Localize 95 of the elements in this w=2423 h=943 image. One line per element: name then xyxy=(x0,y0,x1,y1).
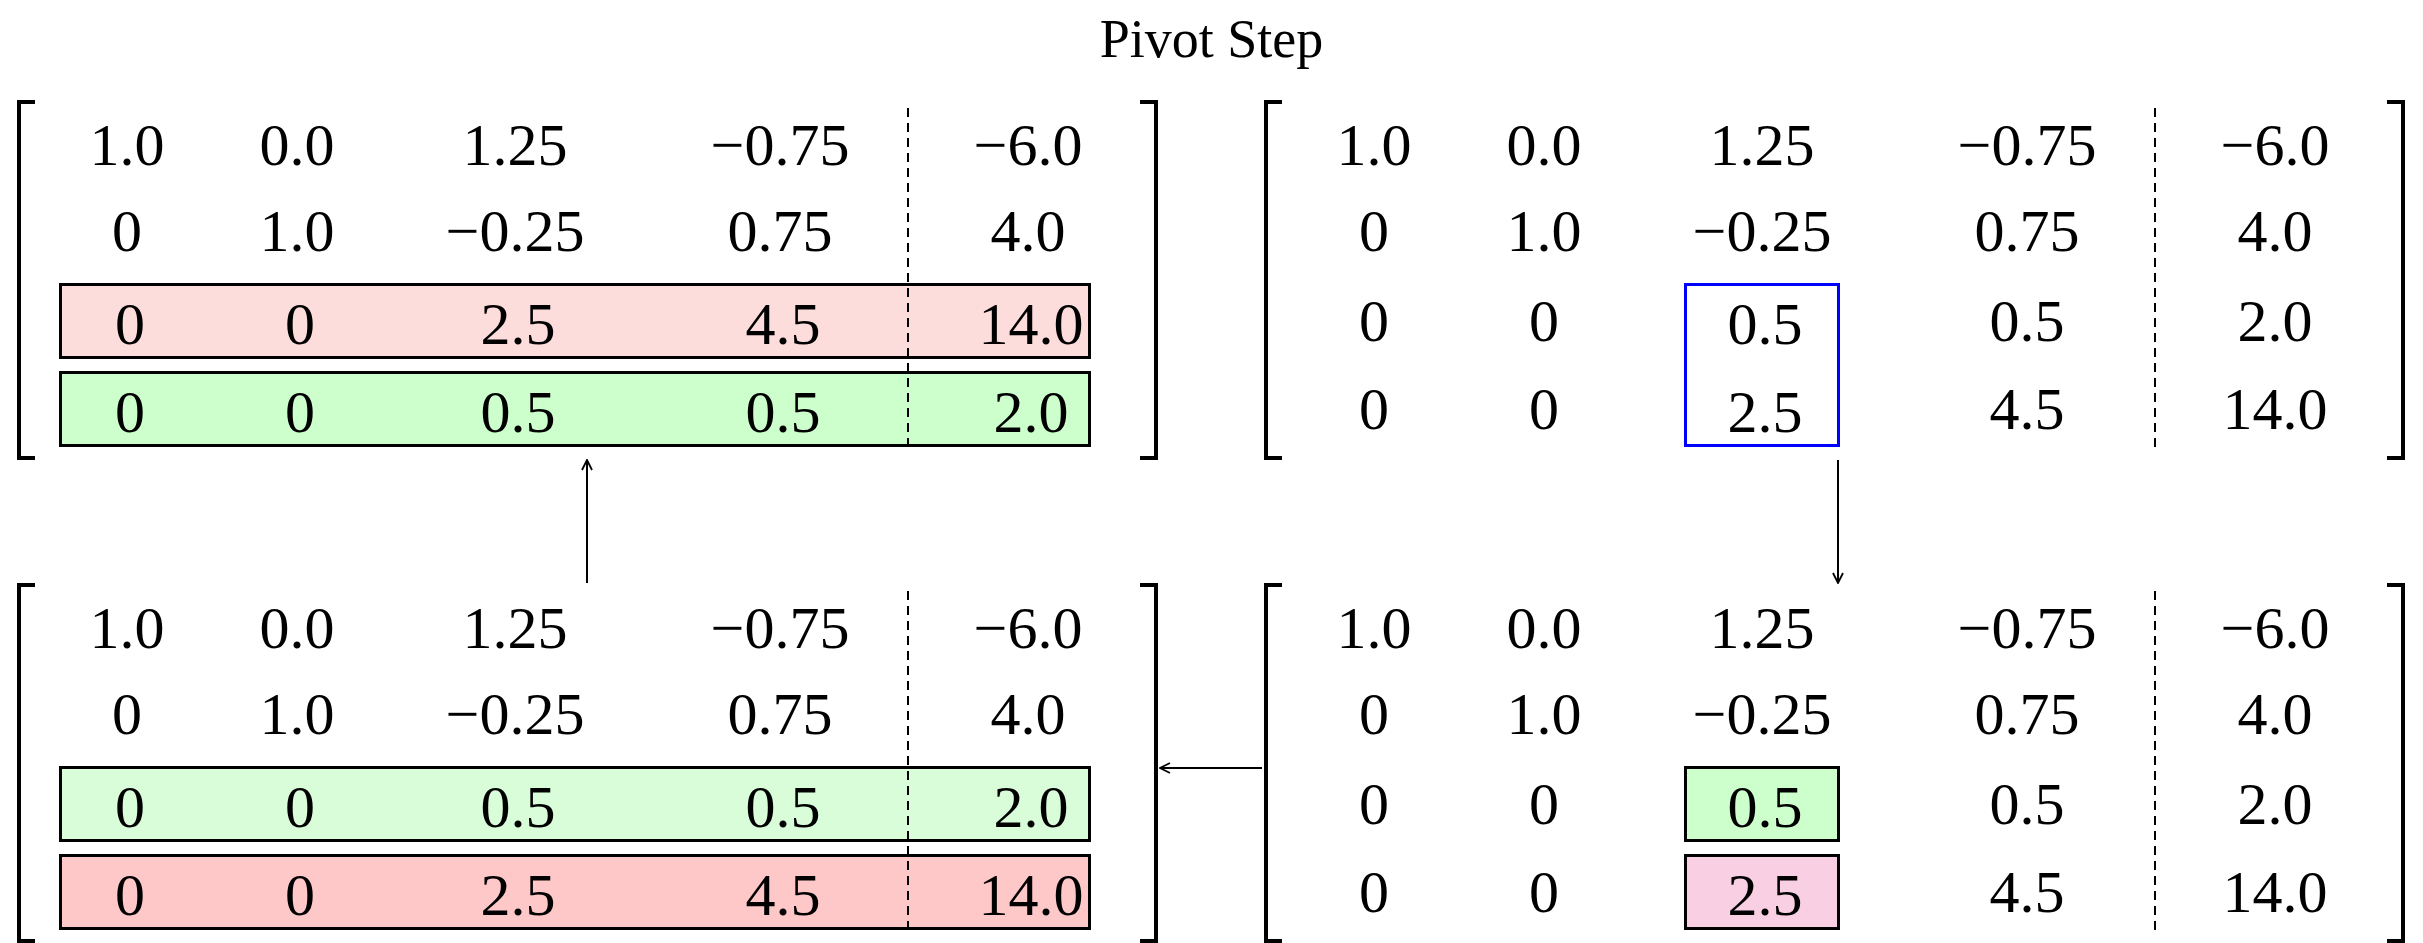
matrix-entry: 0.75 xyxy=(1974,199,2080,263)
highlighted-entry xyxy=(1684,766,1840,842)
matrix-entry: 0 xyxy=(115,863,145,927)
matrix-entry: −6.0 xyxy=(973,596,1083,660)
matrix-entry: 1.0 xyxy=(1336,596,1412,660)
arrow xyxy=(581,459,593,584)
matrix-entry: 0.0 xyxy=(259,113,335,177)
matrix xyxy=(15,583,1160,943)
matrix-entry: 4.0 xyxy=(2237,682,2313,746)
matrix-entry: 0.5 xyxy=(1989,772,2065,836)
matrix-entry: 4.5 xyxy=(745,292,821,356)
matrix-entry: 2.5 xyxy=(480,292,556,356)
matrix-entry: 0 xyxy=(285,380,315,444)
matrix-entry: 0.0 xyxy=(1506,596,1582,660)
matrix-entry: 14.0 xyxy=(2222,377,2328,441)
matrix-entry: 2.0 xyxy=(2237,772,2313,836)
matrix-entry: 4.0 xyxy=(2237,199,2313,263)
arrow xyxy=(1159,762,1263,774)
pivot-column-box xyxy=(1684,283,1840,447)
matrix-entry: 0 xyxy=(1529,289,1559,353)
matrix-entry: −6.0 xyxy=(2220,113,2330,177)
matrix-entry: 0 xyxy=(1529,377,1559,441)
matrix-entry: 0 xyxy=(1359,682,1389,746)
matrix-entry: 1.25 xyxy=(1709,113,1815,177)
arrow xyxy=(1832,459,1844,584)
matrix-entry: 1.25 xyxy=(462,596,568,660)
matrix-entry: 2.5 xyxy=(1727,863,1803,927)
matrix-entry: 0 xyxy=(1359,860,1389,924)
matrix-entry: 0.75 xyxy=(727,682,833,746)
matrix-entry: −0.25 xyxy=(445,682,585,746)
matrix-entry: 0.0 xyxy=(259,596,335,660)
highlighted-entry xyxy=(1684,854,1840,930)
matrix-entry: −6.0 xyxy=(973,113,1083,177)
matrix-entry: 2.0 xyxy=(993,380,1069,444)
matrix-entry: 4.0 xyxy=(990,199,1066,263)
matrix-entry: 2.0 xyxy=(993,775,1069,839)
highlighted-row xyxy=(59,854,1091,930)
highlighted-row xyxy=(59,283,1091,359)
matrix-entry: 0 xyxy=(112,199,142,263)
matrix-entry: 0 xyxy=(115,380,145,444)
matrix-entry: 0 xyxy=(285,292,315,356)
matrix-entry: 1.0 xyxy=(89,596,165,660)
matrix-entry: 1.25 xyxy=(462,113,568,177)
matrix xyxy=(15,100,1160,460)
matrix-entry: 1.0 xyxy=(259,682,335,746)
matrix-entry: 4.0 xyxy=(990,682,1066,746)
matrix-entry: 0 xyxy=(1359,289,1389,353)
title: Pivot Step xyxy=(1098,8,1325,70)
matrix-entry: 0.5 xyxy=(745,380,821,444)
matrix-entry: 14.0 xyxy=(2222,860,2328,924)
matrix-entry: 14.0 xyxy=(978,863,1084,927)
matrix-entry: 2.0 xyxy=(2237,289,2313,353)
matrix-entry: −0.75 xyxy=(710,596,850,660)
matrix-entry: −6.0 xyxy=(2220,596,2330,660)
matrix-entry: 0.75 xyxy=(727,199,833,263)
matrix-entry: 0.5 xyxy=(480,380,556,444)
matrix-entry: 0 xyxy=(1529,772,1559,836)
matrix-entry: 0.0 xyxy=(1506,113,1582,177)
matrix-entry: 0 xyxy=(115,292,145,356)
matrix-entry: 4.5 xyxy=(745,863,821,927)
matrix-entry: 0 xyxy=(1359,772,1389,836)
matrix-entry: 0.5 xyxy=(745,775,821,839)
matrix-entry: 0 xyxy=(1359,377,1389,441)
matrix-entry: 0.75 xyxy=(1974,682,2080,746)
matrix-entry: 4.5 xyxy=(1989,377,2065,441)
matrix-entry: 0 xyxy=(1359,199,1389,263)
matrix-entry: 1.25 xyxy=(1709,596,1815,660)
matrix-entry: 0 xyxy=(285,863,315,927)
matrix-entry: 1.0 xyxy=(1506,199,1582,263)
matrix-entry: −0.25 xyxy=(1692,682,1832,746)
matrix-entry: 14.0 xyxy=(978,292,1084,356)
matrix-entry: 2.5 xyxy=(480,863,556,927)
matrix xyxy=(1262,100,2407,460)
matrix-entry: 1.0 xyxy=(1506,682,1582,746)
matrix-entry: −0.25 xyxy=(1692,199,1832,263)
highlighted-row xyxy=(59,766,1091,842)
matrix-entry: 0.5 xyxy=(1727,775,1803,839)
matrix-entry: 2.5 xyxy=(1727,380,1803,444)
matrix-entry: −0.75 xyxy=(1957,596,2097,660)
matrix-entry: 0.5 xyxy=(480,775,556,839)
matrix-entry: 0 xyxy=(115,775,145,839)
matrix-entry: −0.25 xyxy=(445,199,585,263)
matrix-entry: 0 xyxy=(285,775,315,839)
matrix-entry: −0.75 xyxy=(710,113,850,177)
matrix-entry: 0 xyxy=(112,682,142,746)
matrix-entry: 1.0 xyxy=(89,113,165,177)
highlighted-row xyxy=(59,371,1091,447)
matrix-entry: 1.0 xyxy=(1336,113,1412,177)
matrix xyxy=(1262,583,2407,943)
matrix-entry: −0.75 xyxy=(1957,113,2097,177)
matrix-entry: 0.5 xyxy=(1989,289,2065,353)
matrix-entry: 4.5 xyxy=(1989,860,2065,924)
matrix-entry: 0.5 xyxy=(1727,292,1803,356)
matrix-entry: 0 xyxy=(1529,860,1559,924)
matrix-entry: 1.0 xyxy=(259,199,335,263)
